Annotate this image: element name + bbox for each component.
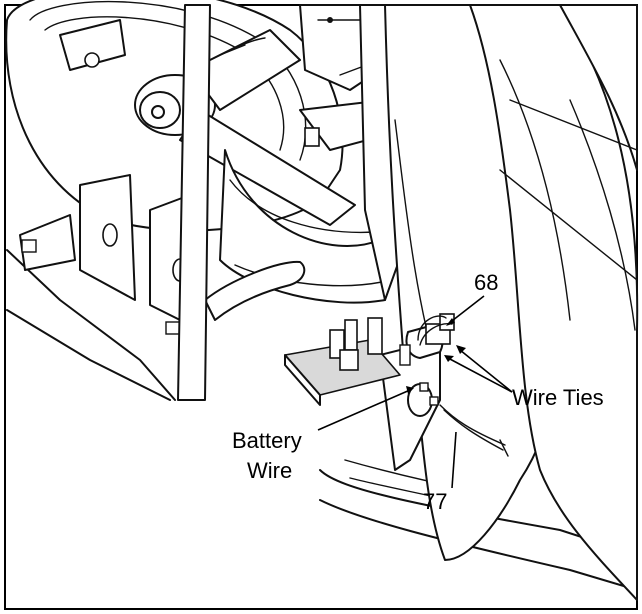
- callout-77-label: 77: [423, 489, 447, 514]
- console-board: [284, 317, 401, 406]
- callout-77: 77: [423, 431, 457, 514]
- cable-loop: [204, 260, 306, 321]
- callout-battery-wire: Battery Wire: [232, 386, 414, 483]
- upright-frame: [379, 4, 639, 601]
- callout-wire-ties: Wire Ties: [444, 345, 604, 410]
- wire-harness: [417, 315, 509, 457]
- callout-68: 68: [446, 270, 498, 326]
- flywheel: [5, 0, 356, 232]
- battery-wire-label-line2: Wire: [247, 458, 292, 483]
- callout-68-label: 68: [474, 270, 498, 295]
- battery-wire-label-line1: Battery: [232, 428, 302, 453]
- wire-ties-label: Wire Ties: [512, 385, 604, 410]
